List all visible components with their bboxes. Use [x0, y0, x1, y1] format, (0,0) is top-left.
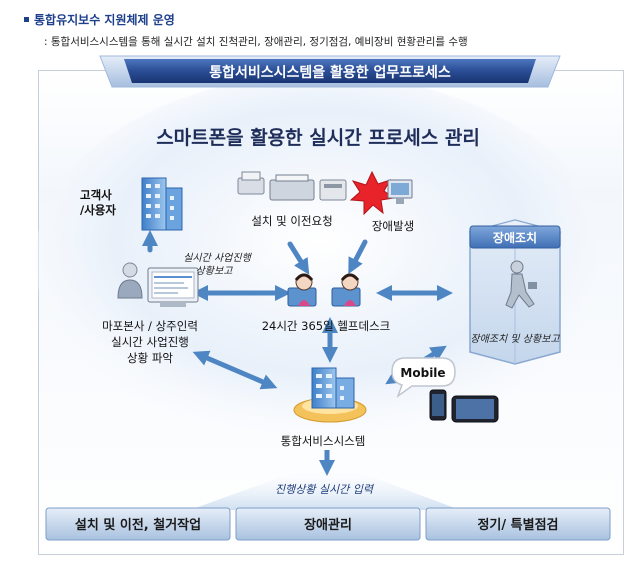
bottom-tab-install: 설치 및 이전, 철거작업	[45, 507, 231, 541]
realtime-report-line1: 실시간 사업진행	[183, 252, 252, 264]
progress-input-label: 진행상황 실시간 입력	[275, 483, 375, 496]
bottom-tab-inspection: 정기/ 특별점검	[425, 507, 611, 541]
bottom-tab-inspection-label: 정기/ 특별점검	[477, 517, 558, 533]
banner-title: 통합서비스시스템을 활용한 업무프로세스	[209, 64, 451, 81]
bottom-tab-fault: 장애관리	[235, 507, 421, 541]
install-request-label: 설치 및 이전요청	[251, 214, 332, 228]
bullet-square-icon	[24, 17, 29, 22]
printer-devices-icon	[237, 171, 347, 201]
system-label: 통합서비스시스템	[281, 434, 366, 448]
hq-operator-icon	[117, 262, 199, 307]
realtime-report-line2: 상황보고	[196, 265, 234, 277]
customer-label: 고객사 /사용자	[80, 188, 116, 217]
arrow-install-to-helpdesk	[287, 241, 310, 275]
section-description: : 통합서비스시스템을 통해 실시간 설치 진척관리, 장애관리, 정기점검, …	[44, 36, 468, 48]
running-technician-icon	[505, 260, 537, 309]
fault-action-prism: 장애조치 장애조치 및 상황보고	[468, 219, 562, 365]
system-building-icon	[293, 367, 367, 423]
realtime-report-label: 실시간 사업진행 상황보고	[183, 252, 252, 277]
smartphone-tablet-icon	[429, 389, 499, 423]
customer-building-icon	[141, 177, 183, 231]
failure-label: 장애발생	[372, 219, 414, 233]
helpdesk-label: 24시간 365일 헬프데스크	[262, 319, 391, 333]
headline: 스마트폰을 활용한 실시간 프로세스 관리	[156, 127, 480, 149]
section-title: 통합유지보수 지원체제 운영	[24, 11, 175, 28]
hq-label: 마포본사 / 상주인력 실시간 사업진행 상황 파악	[102, 319, 198, 365]
helpdesk-agents-icon	[287, 273, 361, 307]
arrow-hq-system	[192, 350, 278, 390]
arrow-failure-to-helpdesk	[348, 239, 368, 275]
mobile-bubble: Mobile	[391, 357, 456, 399]
fault-action-report: 장애조치 및 상황보고	[470, 333, 560, 345]
fault-action-title: 장애조치	[493, 230, 537, 245]
section-title-text: 통합유지보수 지원체제 운영	[34, 13, 175, 27]
mobile-label: Mobile	[400, 366, 445, 380]
bottom-tab-fault-label: 장애관리	[304, 517, 352, 533]
computer-icon	[387, 179, 413, 204]
bottom-tab-install-label: 설치 및 이전, 철거작업	[75, 517, 201, 533]
